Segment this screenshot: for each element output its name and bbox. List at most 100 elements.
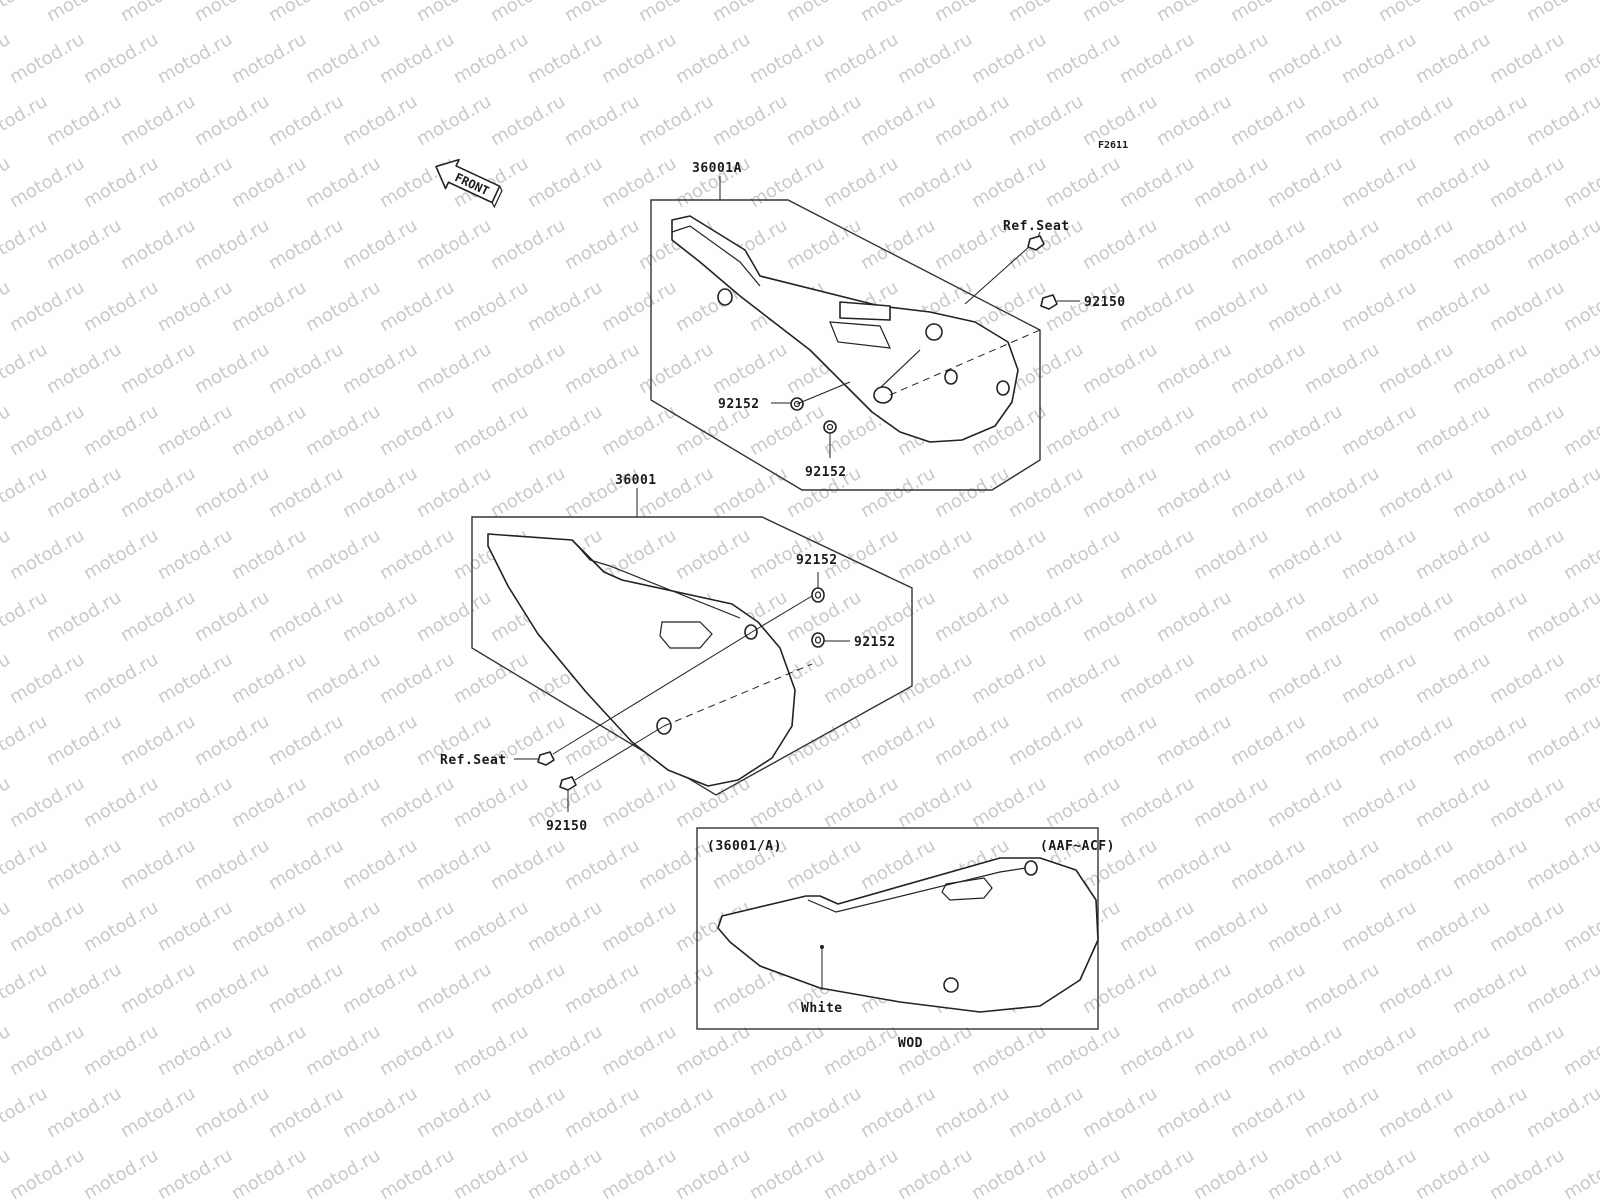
watermark-text: motod.ru <box>450 773 532 832</box>
watermark-text: motod.ru <box>265 91 347 150</box>
watermark-text: motod.ru <box>746 1021 828 1080</box>
watermark-text: motod.ru <box>1449 835 1531 894</box>
watermark-text: motod.ru <box>1486 1145 1568 1200</box>
watermark-text: motod.ru <box>931 215 1013 274</box>
watermark-text: motod.ru <box>265 711 347 770</box>
watermark-text: motod.ru <box>154 277 236 336</box>
watermark-text: motod.ru <box>1375 587 1457 646</box>
watermark-text: motod.ru <box>80 897 162 956</box>
watermark-text: motod.ru <box>1190 277 1272 336</box>
watermark-text: motod.ru <box>191 835 273 894</box>
watermark-text: motod.ru <box>672 1021 754 1080</box>
watermark-text: motod.ru <box>1042 525 1124 584</box>
watermark-text: motod.ru <box>6 773 88 832</box>
watermark-text: motod.ru <box>413 215 495 274</box>
watermark-text: motod.ru <box>931 1083 1013 1142</box>
watermark-text: motod.ru <box>1116 773 1198 832</box>
watermark-text: motod.ru <box>0 587 51 646</box>
watermark-text: motod.ru <box>709 1083 791 1142</box>
watermark-text: motod.ru <box>117 959 199 1018</box>
watermark-text: motod.ru <box>635 339 717 398</box>
watermark-text: motod.ru <box>302 773 384 832</box>
watermark-text: motod.ru <box>635 835 717 894</box>
watermark-text: motod.ru <box>1153 835 1235 894</box>
watermark-text: motod.ru <box>228 525 310 584</box>
watermark-text: motod.ru <box>1079 1083 1161 1142</box>
watermark-text: motod.ru <box>931 91 1013 150</box>
watermark-text: motod.ru <box>783 1083 865 1142</box>
upper-ref-seat-leader <box>1037 231 1041 238</box>
watermark-text: motod.ru <box>1227 463 1309 522</box>
watermark-text: motod.ru <box>6 153 88 212</box>
watermark-text: motod.ru <box>561 1083 643 1142</box>
watermark-text: motod.ru <box>43 587 125 646</box>
watermark-text: motod.ru <box>487 835 569 894</box>
watermark-text: motod.ru <box>117 1083 199 1142</box>
watermark-text: motod.ru <box>1560 1021 1600 1080</box>
watermark-text: motod.ru <box>302 649 384 708</box>
watermark-text: motod.ru <box>1449 91 1531 150</box>
watermark-text: motod.ru <box>1190 153 1272 212</box>
watermark-text: motod.ru <box>1042 1021 1124 1080</box>
watermark-text: motod.ru <box>154 1021 236 1080</box>
watermark-text: motod.ru <box>265 0 347 26</box>
watermark-text: motod.ru <box>413 339 495 398</box>
watermark-text: motod.ru <box>894 1145 976 1200</box>
watermark-text: motod.ru <box>43 91 125 150</box>
watermark-text: motod.ru <box>117 711 199 770</box>
watermark-text: motod.ru <box>1338 525 1420 584</box>
watermark-text: motod.ru <box>820 773 902 832</box>
watermark-text: motod.ru <box>1079 0 1161 26</box>
inset-side-cover-part <box>717 857 1099 1013</box>
lower-assembly-frame <box>471 516 913 796</box>
watermark-text: motod.ru <box>1486 1021 1568 1080</box>
watermark-text: motod.ru <box>154 153 236 212</box>
watermark-text: motod.ru <box>1153 711 1235 770</box>
watermark-text: motod.ru <box>43 959 125 1018</box>
watermark-text: motod.ru <box>820 649 902 708</box>
watermark-text: motod.ru <box>228 773 310 832</box>
watermark-text: motod.ru <box>1560 29 1600 88</box>
watermark-text: motod.ru <box>191 0 273 26</box>
watermark-text: motod.ru <box>746 29 828 88</box>
watermark-text: motod.ru <box>191 463 273 522</box>
watermark-text: motod.ru <box>80 277 162 336</box>
label-inset-range: (AAF~ACF) <box>1040 839 1115 854</box>
watermark-text: motod.ru <box>1523 959 1600 1018</box>
watermark-text: motod.ru <box>968 1021 1050 1080</box>
watermark-text: motod.ru <box>857 711 939 770</box>
watermark-text: motod.ru <box>1486 773 1568 832</box>
watermark-text: motod.ru <box>228 649 310 708</box>
watermark-text: motod.ru <box>1005 1083 1087 1142</box>
watermark-text: motod.ru <box>1523 711 1600 770</box>
watermark-text: motod.ru <box>450 1145 532 1200</box>
watermark-text: motod.ru <box>1264 1145 1346 1200</box>
watermark-text: motod.ru <box>561 959 643 1018</box>
watermark-text: motod.ru <box>598 1021 680 1080</box>
watermark-text: motod.ru <box>154 29 236 88</box>
watermark-text: motod.ru <box>1523 339 1600 398</box>
watermark-text: motod.ru <box>191 215 273 274</box>
watermark-text: motod.ru <box>1079 463 1161 522</box>
watermark-text: motod.ru <box>672 1145 754 1200</box>
watermark-text: motod.ru <box>1412 1145 1494 1200</box>
watermark-text: motod.ru <box>228 153 310 212</box>
watermark-text: motod.ru <box>1301 91 1383 150</box>
watermark-text: motod.ru <box>561 339 643 398</box>
watermark-text: motod.ru <box>228 401 310 460</box>
watermark-text: motod.ru <box>450 29 532 88</box>
watermark-text: motod.ru <box>1042 649 1124 708</box>
watermark-text: motod.ru <box>1264 897 1346 956</box>
watermark-text: motod.ru <box>894 525 976 584</box>
watermark-text: motod.ru <box>931 0 1013 26</box>
watermark-text: motod.ru <box>1005 463 1087 522</box>
watermark-text: motod.ru <box>1338 277 1420 336</box>
watermark-text: motod.ru <box>1412 525 1494 584</box>
watermark-text: motod.ru <box>1153 339 1235 398</box>
watermark-text: motod.ru <box>1005 91 1087 150</box>
watermark-text: motod.ru <box>598 1145 680 1200</box>
watermark-text: motod.ru <box>524 897 606 956</box>
watermark-text: motod.ru <box>820 1145 902 1200</box>
lower-bolt-92150 <box>559 776 577 791</box>
